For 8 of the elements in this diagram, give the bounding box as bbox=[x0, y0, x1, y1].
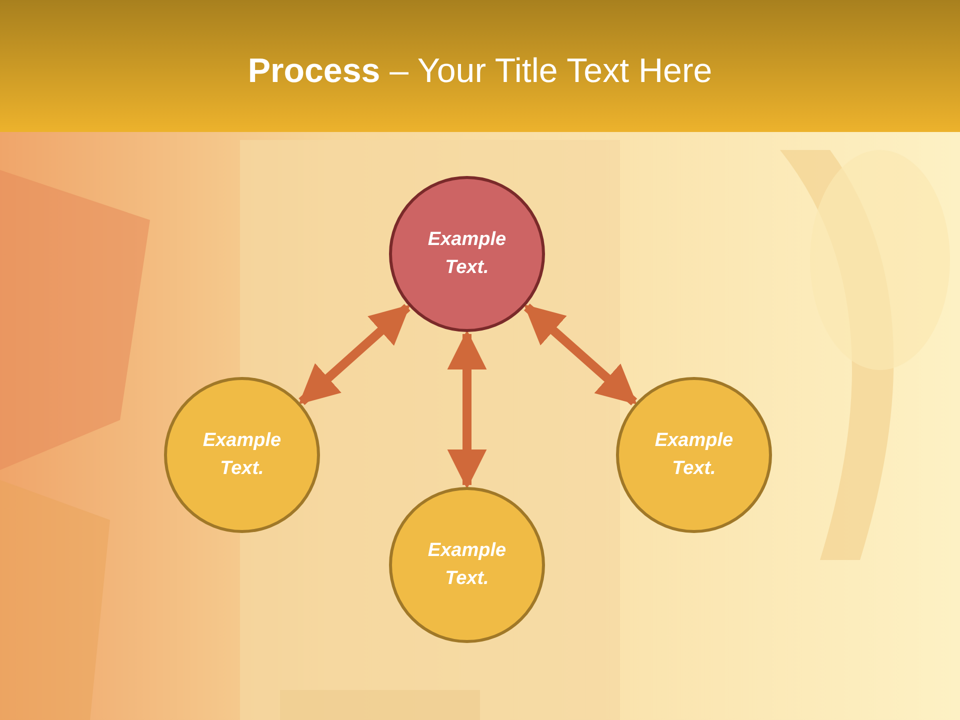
node-text: Example Text. bbox=[202, 428, 282, 481]
double-arrow bbox=[447, 330, 487, 489]
node-text: Example Text. bbox=[654, 428, 734, 481]
double-arrow bbox=[524, 304, 638, 406]
double-arrow bbox=[298, 304, 410, 406]
slide-title: Process – Your Title Text Here bbox=[246, 52, 714, 91]
node-text: Example Text. bbox=[426, 228, 508, 280]
node-text: Example Text. bbox=[426, 538, 508, 591]
